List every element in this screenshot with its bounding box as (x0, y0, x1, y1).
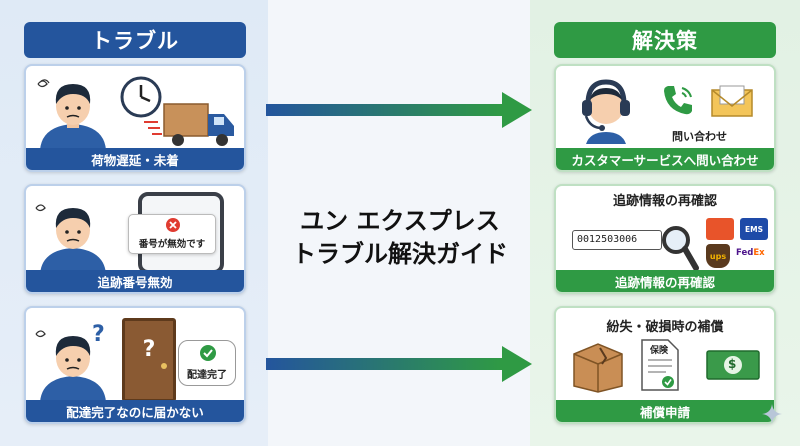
trouble-card-invalid-number[interactable]: 番号が無効です 追跡番号無効 (24, 184, 246, 294)
tracking-input[interactable]: 0012503006 (572, 230, 662, 250)
truck-icon (144, 103, 234, 146)
clock-icon (120, 76, 162, 118)
guide-title-line1: ユン エクスプレス (300, 207, 500, 235)
fedex-logo: FedEx (736, 248, 765, 258)
check-icon (200, 345, 216, 361)
delivered-bubble: 配達完了 (178, 340, 236, 386)
worried-person-icon (35, 330, 106, 402)
trouble-card-not-received[interactable]: ? ? 配達完了 配達完了なのに届かない (24, 306, 246, 424)
guide-title-line2: トラブル解決ガイド (292, 240, 508, 268)
money-symbol: $ (728, 357, 737, 371)
center-column-bg (268, 0, 530, 446)
x-icon (166, 218, 180, 232)
arrow-bottom (266, 346, 532, 382)
trouble-label-not-received: 配達完了なのに届かない (26, 400, 244, 422)
worried-person-icon (37, 79, 106, 150)
solution-label-contact: カスタマーサービスへ問い合わせ (556, 148, 774, 170)
door-icon: ? (122, 318, 176, 402)
arrow-top (266, 92, 532, 128)
delivered-bubble-text: 配達完了 (187, 370, 227, 381)
question-mark: ? (92, 322, 105, 347)
money-icon (706, 350, 760, 380)
solution-card-tracking[interactable]: 追跡情報の再確認 0012503006 EMS ups FedEx 追跡情報の再… (554, 184, 776, 294)
solution-header: 解決策 (554, 22, 776, 58)
document-icon (641, 339, 679, 391)
carrier-logo-icon (706, 218, 734, 240)
box-icon (573, 343, 623, 393)
solution-label-compensation: 補償申請 (556, 400, 774, 422)
door-question-mark: ? (142, 337, 156, 362)
trouble-label-delay: 荷物遅延・未着 (26, 148, 244, 170)
trouble-card-delay[interactable]: 荷物遅延・未着 (24, 64, 246, 172)
tracking-number: 0012503006 (577, 234, 638, 245)
solution-label-tracking: 追跡情報の再確認 (556, 270, 774, 292)
document-title: 保険 (650, 346, 669, 356)
solution-card-compensation[interactable]: 紛失・破損時の補償 保険 $ 補償申請 (554, 306, 776, 424)
trouble-header: トラブル (24, 22, 246, 58)
ems-logo: EMS (740, 218, 768, 240)
solution-card-contact[interactable]: 問い合わせ カスタマーサービスへ問い合わせ (554, 64, 776, 172)
trouble-label-invalid: 追跡番号無効 (26, 270, 244, 292)
ups-logo: ups (706, 244, 730, 268)
error-popup-text: 番号が無効です (138, 239, 206, 250)
tracking-heading: 追跡情報の再確認 (612, 194, 717, 209)
contact-inner-text: 問い合わせ (672, 130, 727, 143)
phone-icon (664, 86, 692, 115)
search-icon[interactable] (660, 224, 700, 272)
compensation-heading: 紛失・破損時の補償 (606, 320, 724, 335)
worried-person-icon (35, 204, 106, 274)
sparkle-icon (762, 404, 782, 424)
mail-icon (711, 85, 753, 117)
guide-title: ユン エクスプレス トラブル解決ガイド (0, 205, 800, 271)
headset-icon (582, 79, 630, 144)
error-popup: 番号が無効です (128, 214, 216, 254)
